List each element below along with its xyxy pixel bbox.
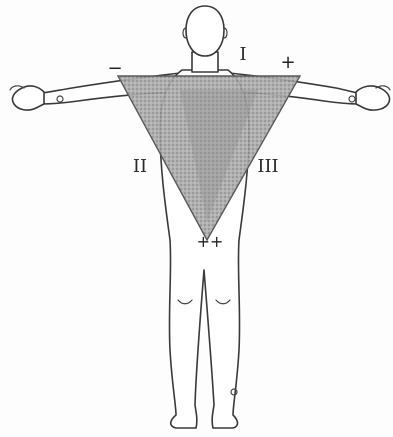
lead-ii-label: II [133, 156, 147, 177]
lead-i-label: I [239, 44, 246, 65]
left-hand [356, 86, 390, 110]
left-arm-polarity: + [280, 52, 295, 73]
head [186, 6, 224, 56]
right-hand [12, 86, 44, 110]
lead-iii-label: III [257, 156, 278, 177]
right-arm-polarity: − [107, 58, 122, 79]
left-leg-polarity: ++ [197, 232, 224, 251]
